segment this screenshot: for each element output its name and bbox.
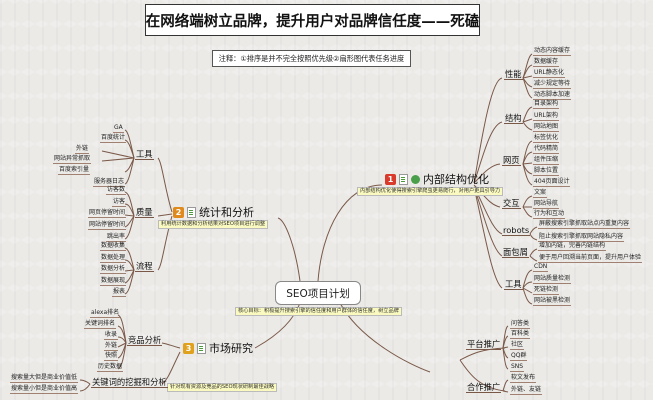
leaf-item: 死链检测 bbox=[533, 286, 560, 295]
leaf-item: 网页停留时间 bbox=[88, 209, 127, 218]
leaf-item: 访客 bbox=[112, 198, 127, 207]
priority-3-badge: 3 bbox=[183, 342, 194, 354]
market-caption: 针对现有资源及竞品的SEO现状研制最佳战略 bbox=[167, 383, 278, 393]
leaf-item: 快照 bbox=[104, 352, 119, 361]
leaf-item: CDN bbox=[533, 263, 549, 272]
leaf-item: 屏蔽搜索引擎抓取站点内重复内容 bbox=[538, 220, 631, 229]
node-structure-optimization[interactable]: 1 内部结构优化 bbox=[385, 171, 489, 187]
leaf-item: 外链 bbox=[104, 342, 119, 351]
leaf-item: 数据处理 bbox=[100, 254, 127, 263]
leaf-item: 动态脚本加速 bbox=[533, 91, 572, 100]
sub-breadcrumb[interactable]: 面包屑 bbox=[502, 247, 529, 259]
sub-platform-promotion[interactable]: 平台推广 bbox=[466, 339, 502, 351]
leaf-item: 404页面设计 bbox=[533, 178, 571, 187]
leaf-item: 跳出率 bbox=[106, 233, 127, 242]
sub-stats-tools[interactable]: 工具 bbox=[135, 149, 154, 161]
leaf-item: 报表 bbox=[112, 288, 127, 297]
leaf-item: 网站异常抓取 bbox=[53, 155, 92, 164]
sub-cooperation-promotion[interactable]: 合作推广 bbox=[466, 382, 502, 394]
leaf-item: 网站停留时间 bbox=[88, 221, 127, 230]
sub-process[interactable]: 流程 bbox=[135, 261, 154, 273]
leaf-item: 行为和互动 bbox=[533, 210, 566, 219]
sub-architecture[interactable]: 结构 bbox=[504, 113, 523, 125]
sub-webpage[interactable]: 网页 bbox=[502, 155, 521, 167]
sub-quality[interactable]: 质量 bbox=[135, 207, 154, 219]
node-label: 统计和分析 bbox=[199, 206, 254, 219]
node-market-research[interactable]: 3 市场研究 bbox=[183, 340, 253, 356]
sub-robots[interactable]: robots bbox=[502, 225, 531, 237]
legend-note: 注释：①排序是并不完全按照优先级②扇形图代表任务进度 bbox=[212, 50, 411, 67]
connector-perf bbox=[473, 77, 503, 184]
leaf-item: 代码精简 bbox=[533, 145, 560, 154]
leaf-item: 数据缓存 bbox=[533, 58, 560, 67]
document-icon bbox=[197, 342, 206, 354]
node-label: 市场研究 bbox=[209, 342, 253, 355]
sub-competitor-analysis[interactable]: 竞品分析 bbox=[127, 335, 163, 347]
leaf-item: 增加内链，完善内链结构 bbox=[538, 242, 607, 251]
diagram-title: 在网络端树立品牌，提升用户对品牌信任度——死磕 bbox=[145, 4, 480, 36]
leaf-item: alexa排名 bbox=[90, 309, 121, 318]
leaf-item: 脚本位置 bbox=[533, 167, 560, 176]
central-caption: 核心目标：积极提升搜索引擎的信任度和用户群体的信任度，树立品牌 bbox=[235, 307, 402, 317]
leaf-item: 百度索引量 bbox=[58, 166, 91, 175]
leaf-item: 软文发布 bbox=[510, 374, 537, 383]
sub-performance[interactable]: 性能 bbox=[504, 69, 523, 81]
leaf-item: 外链 bbox=[75, 145, 90, 154]
leaf-item: 社区 bbox=[510, 341, 525, 350]
structure-caption: 内部结构优化使得搜索引擎爬虫更易爬行，对用户更具引导力 bbox=[357, 187, 504, 197]
leaf-item: 网站地图 bbox=[533, 123, 560, 132]
leaf-item: URL架构 bbox=[533, 112, 559, 121]
leaf-item: 阻止搜索引擎抓取网站隐私内容 bbox=[538, 233, 625, 242]
leaf-item: 收录 bbox=[104, 331, 119, 340]
leaf-item: 网站被黑检测 bbox=[533, 297, 572, 306]
leaf-item: 问答类 bbox=[510, 320, 531, 329]
leaf-item: 关键词排名 bbox=[84, 320, 117, 329]
leaf-item: 组件压缩 bbox=[533, 156, 560, 165]
leaf-item: 动态内容缓存 bbox=[533, 47, 572, 56]
leaf-item: GA bbox=[113, 124, 124, 133]
leaf-item: 历史数据 bbox=[97, 363, 124, 372]
leaf-item: 数据展现 bbox=[100, 277, 127, 286]
leaf-item: 百度统计 bbox=[100, 134, 127, 143]
priority-1-badge: 1 bbox=[385, 173, 396, 185]
document-icon bbox=[399, 173, 408, 185]
leaf-item: 外链、友链 bbox=[510, 386, 543, 395]
stats-caption: 利用统计数据和分析结果对SEO项目进行调整 bbox=[158, 220, 269, 230]
connector-central-stats bbox=[277, 217, 301, 282]
central-node[interactable]: SEO项目计划 bbox=[275, 281, 361, 305]
leaf-item: 搜索量大但是商业价值低 bbox=[10, 374, 79, 383]
sub-keyword-mining[interactable]: 关键词的挖掘和分析 bbox=[91, 377, 168, 389]
node-label: 内部结构优化 bbox=[423, 173, 489, 186]
leaf-item: 访客数 bbox=[106, 186, 127, 195]
leaf-item: 便于用户回溯当前页面，提升用户体验 bbox=[538, 254, 643, 263]
leaf-item: URL静态化 bbox=[533, 69, 565, 78]
leaf-item: 数据分析 bbox=[100, 265, 127, 274]
leaf-item: 百科类 bbox=[510, 330, 531, 339]
leaf-item: 标签优化 bbox=[533, 134, 560, 143]
leaf-item: 网站质量检测 bbox=[533, 275, 572, 284]
sub-tools[interactable]: 工具 bbox=[504, 279, 523, 291]
document-icon bbox=[187, 206, 196, 218]
sub-interaction[interactable]: 交互 bbox=[502, 198, 521, 210]
leaf-item: SNS bbox=[510, 363, 525, 372]
leaf-item: 服务器日志 bbox=[93, 178, 126, 187]
progress-pie-icon bbox=[411, 174, 420, 184]
leaf-item: 目录架构 bbox=[533, 100, 560, 109]
leaf-item: 文案 bbox=[533, 189, 548, 198]
priority-2-badge: 2 bbox=[173, 206, 184, 218]
connector-central-structure bbox=[317, 184, 383, 282]
leaf-item: 网站导航 bbox=[533, 200, 560, 209]
node-statistics-analysis[interactable]: 2 统计和分析 bbox=[173, 204, 254, 220]
leaf-item: 减少规定等待 bbox=[533, 80, 572, 89]
leaf-item: 搜索量小但是商业价值高 bbox=[10, 385, 79, 394]
leaf-item: 数据收集 bbox=[100, 242, 127, 251]
leaf-item: QQ群 bbox=[510, 352, 528, 361]
